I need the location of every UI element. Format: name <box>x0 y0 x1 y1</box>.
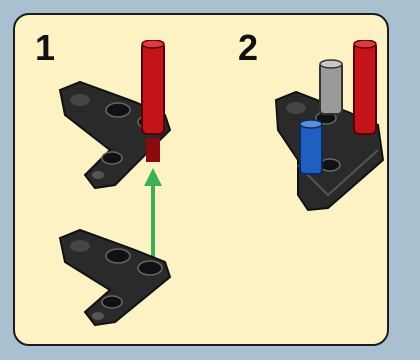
green-up-arrow <box>144 168 162 270</box>
red-axle <box>141 40 165 162</box>
step-1-illustration <box>58 40 172 327</box>
blue-pin <box>299 119 323 175</box>
step-1-number: 1 <box>35 27 56 68</box>
lower-beam <box>58 228 172 327</box>
red-axle-step2 <box>353 40 377 135</box>
step-2-illustration <box>274 40 385 212</box>
grey-pin <box>319 59 343 115</box>
step-2-number: 2 <box>238 27 259 68</box>
